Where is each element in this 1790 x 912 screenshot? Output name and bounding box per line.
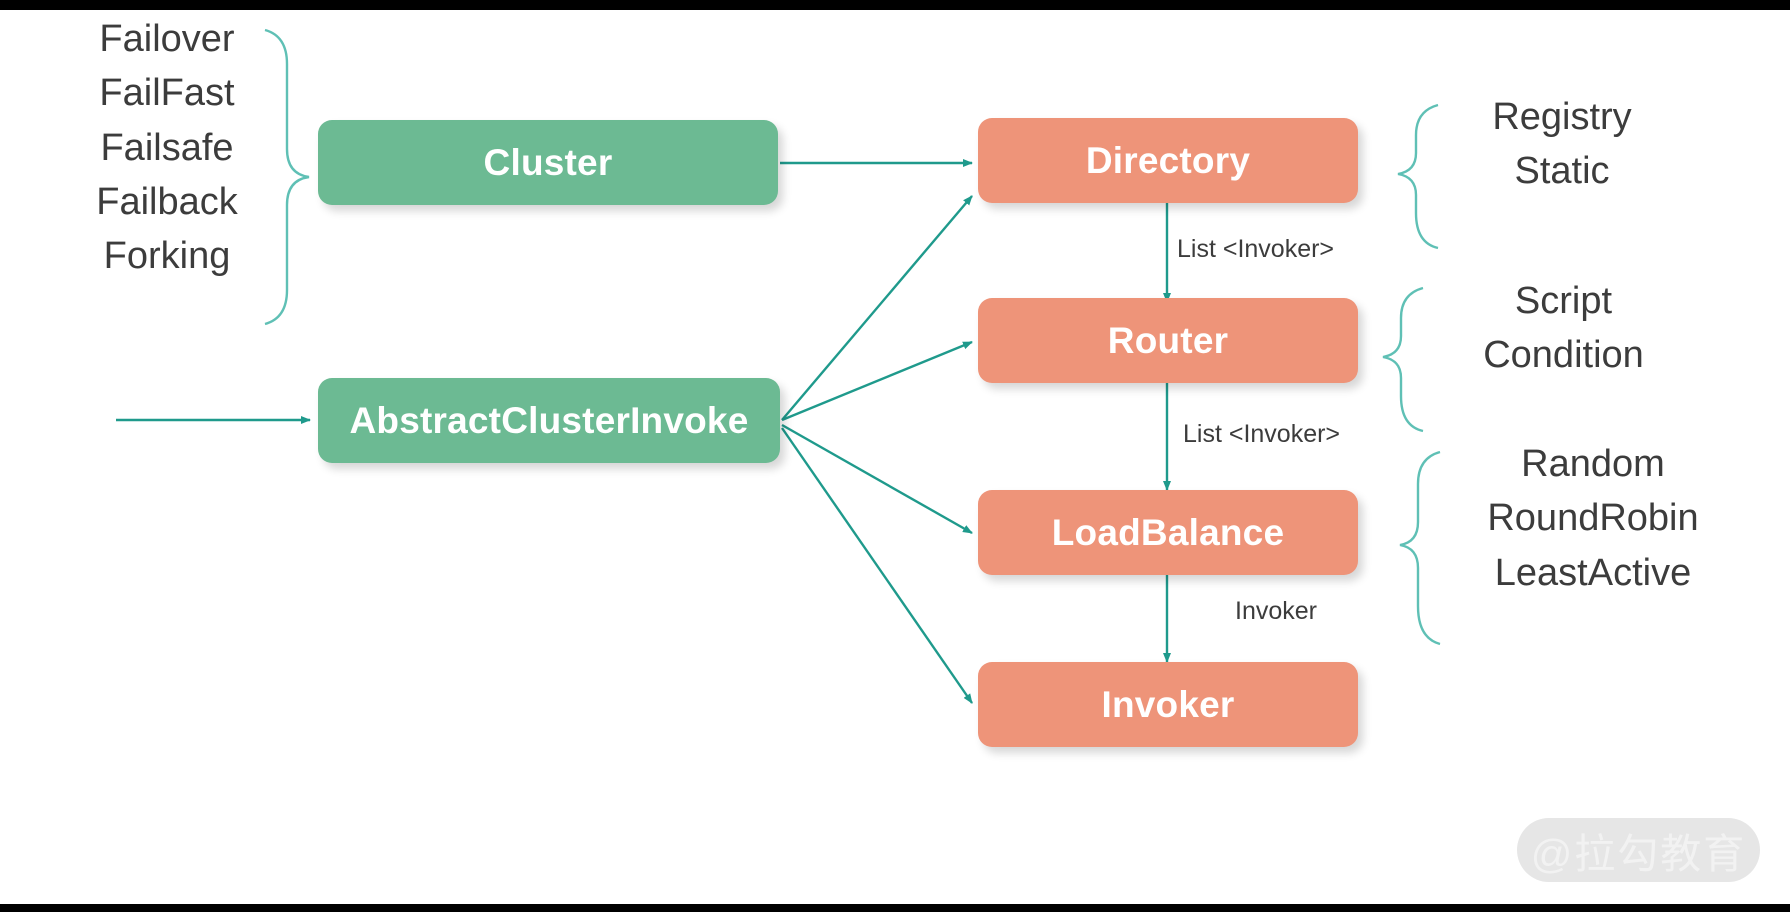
node-cluster-label: Cluster: [483, 141, 613, 183]
directory-type-registry: Registry: [1492, 96, 1632, 138]
watermark-badge: @拉勾教育: [1517, 818, 1760, 882]
loadbalance-type-leastactive: LeastActive: [1494, 551, 1692, 594]
node-directory-label: Directory: [1085, 139, 1251, 181]
watermark-text: @拉勾教育: [1530, 831, 1747, 877]
node-invoker[interactable]: Invoker: [978, 662, 1358, 747]
router-type-script: Script: [1514, 280, 1613, 322]
edge-abstract-to-directory: [781, 195, 973, 421]
brace-router-types: [1382, 286, 1424, 433]
top-letterbox-bar: [0, 0, 1790, 10]
edge-label-loadbalance-to-invoker: Invoker: [1235, 597, 1317, 625]
brace-cluster-strategies: [264, 28, 310, 326]
directory-type-static: Static: [1514, 150, 1610, 193]
cluster-strategy-failback: Failback: [96, 180, 238, 223]
loadbalance-type-list: Random RoundRobin LeastActive: [1448, 437, 1738, 600]
router-type-list: Script Condition: [1436, 274, 1691, 383]
edge-label-directory-to-router: List <Invoker>: [1177, 235, 1335, 263]
edge-label-router-to-loadbalance: List <Invoker>: [1183, 420, 1341, 448]
bottom-letterbox-bar: [0, 904, 1790, 912]
cluster-strategy-failsafe: Failsafe: [100, 126, 234, 169]
edge-abstract-to-router: [781, 340, 973, 422]
cluster-strategy-forking: Forking: [103, 235, 231, 278]
cluster-strategy-failover: Failover: [99, 18, 235, 60]
node-router-label: Router: [1107, 319, 1229, 361]
node-invoker-label: Invoker: [1101, 683, 1235, 725]
edge-abstract-to-loadbalance: [781, 423, 973, 535]
node-directory[interactable]: Directory: [978, 118, 1358, 203]
cluster-strategy-list: Failover FailFast Failsafe Failback Fork…: [72, 12, 262, 284]
brace-directory-types: [1397, 103, 1439, 250]
brace-loadbalance-types: [1399, 450, 1441, 646]
edge-abstract-to-invoker: [781, 427, 973, 704]
node-loadbalance-label: LoadBalance: [1051, 511, 1285, 553]
node-router[interactable]: Router: [978, 298, 1358, 383]
cluster-strategy-failfast: FailFast: [99, 72, 235, 115]
loadbalance-type-roundrobin: RoundRobin: [1487, 497, 1699, 540]
loadbalance-type-random: Random: [1521, 443, 1665, 485]
router-type-condition: Condition: [1483, 334, 1644, 377]
directory-type-list: Registry Static: [1452, 90, 1672, 199]
node-abstract-cluster-invoke-label: AbstractClusterInvoke: [349, 399, 749, 441]
node-cluster[interactable]: Cluster: [318, 120, 778, 205]
node-loadbalance[interactable]: LoadBalance: [978, 490, 1358, 575]
node-abstract-cluster-invoke[interactable]: AbstractClusterInvoke: [318, 378, 780, 463]
